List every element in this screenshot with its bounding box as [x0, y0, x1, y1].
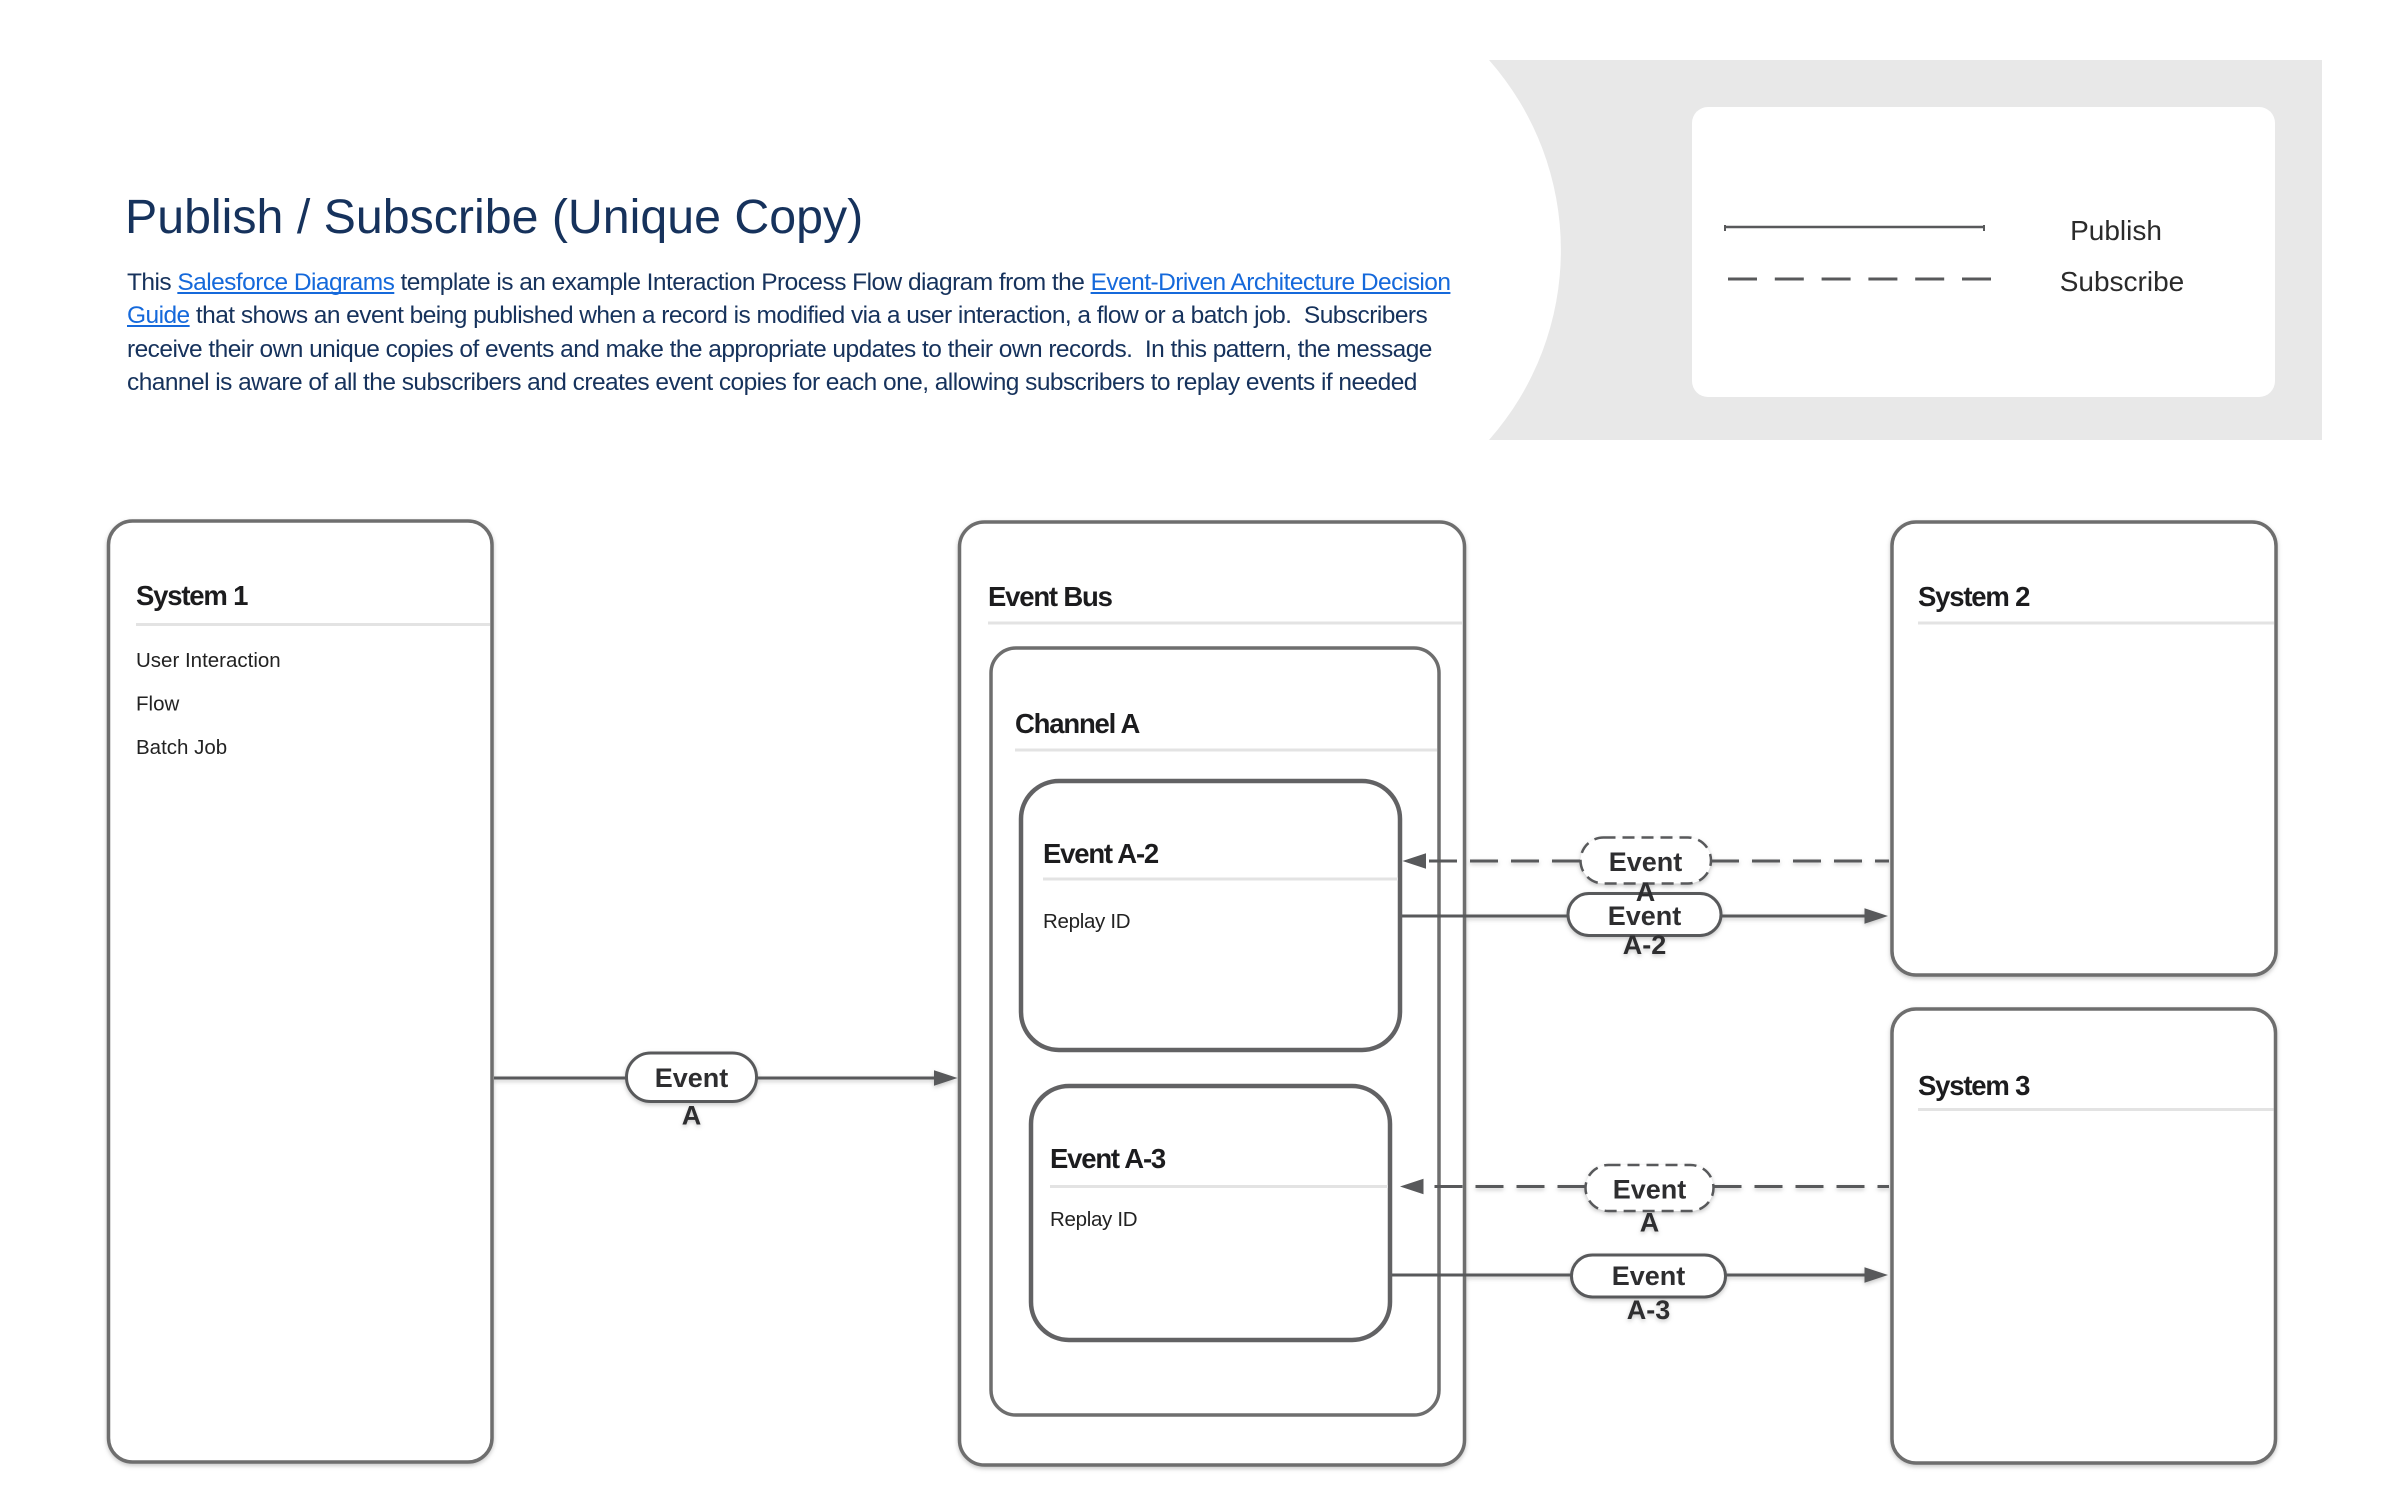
svg-text:Event: Event: [1608, 901, 1682, 931]
svg-text:System 1: System 1: [136, 580, 248, 611]
svg-text:Event: Event: [1609, 847, 1683, 877]
svg-text:Replay ID: Replay ID: [1043, 910, 1130, 933]
svg-text:Event: Event: [1612, 1261, 1686, 1291]
svg-text:Event: Event: [655, 1063, 729, 1093]
svg-text:Subscribe: Subscribe: [2060, 266, 2185, 297]
svg-text:Flow: Flow: [136, 693, 179, 716]
svg-text:A: A: [1640, 1208, 1660, 1238]
svg-text:Replay ID: Replay ID: [1050, 1208, 1137, 1231]
svg-text:Event Bus: Event Bus: [988, 581, 1113, 612]
svg-text:A: A: [1636, 877, 1656, 907]
svg-text:Event: Event: [1613, 1175, 1687, 1205]
svg-text:User Interaction: User Interaction: [136, 649, 281, 672]
svg-text:A-3: A-3: [1627, 1295, 1671, 1325]
svg-text:System 2: System 2: [1918, 581, 2030, 612]
svg-text:System 3: System 3: [1918, 1070, 2030, 1101]
svg-text:Publish: Publish: [2070, 215, 2162, 246]
svg-text:Event A-2: Event A-2: [1043, 838, 1159, 869]
svg-text:Channel A: Channel A: [1015, 708, 1141, 739]
svg-text:Batch Job: Batch Job: [136, 736, 227, 759]
svg-text:A-2: A-2: [1623, 930, 1667, 960]
svg-text:Event A-3: Event A-3: [1050, 1143, 1166, 1174]
svg-text:A: A: [682, 1101, 702, 1131]
